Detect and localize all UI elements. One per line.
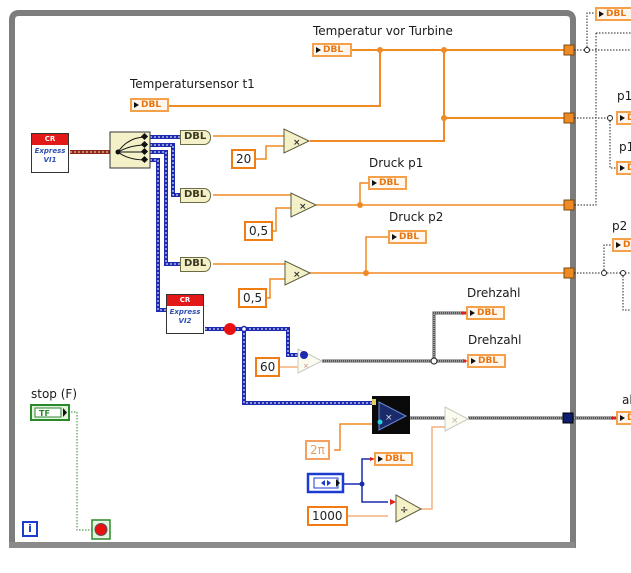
wire-junction (363, 270, 369, 276)
unbundle-node[interactable] (109, 131, 151, 169)
indicator-p2[interactable]: DBL (612, 238, 631, 252)
numeric-control[interactable] (306, 472, 345, 494)
svg-text:×: × (303, 362, 309, 370)
multiply-node-1[interactable]: × (283, 128, 311, 154)
label-temp-vor-turbine: Temperatur vor Turbine (313, 24, 453, 38)
wire-junction (430, 357, 438, 365)
label-p1-b: p1 (619, 140, 631, 154)
unbundle-output-2[interactable]: DBL (180, 188, 212, 203)
label-druck-p1: Druck p1 (369, 156, 424, 170)
svg-text:×: × (293, 138, 301, 148)
stop-condition-terminal[interactable] (91, 519, 111, 540)
svg-text:÷: ÷ (400, 505, 408, 516)
express-vi-2-line2: VI2 (178, 317, 192, 325)
waveform-multiply-node[interactable]: × (372, 396, 410, 434)
constant-2pi[interactable]: 2π (305, 440, 330, 460)
constant-1000[interactable]: 1000 (307, 506, 348, 526)
divide-node[interactable]: ÷ (390, 494, 423, 523)
express-vi-1-line2: VI1 (43, 156, 57, 164)
indicator-drehzahl-1[interactable]: DBL (462, 306, 505, 320)
while-loop-frame[interactable] (9, 10, 576, 548)
indicator-p1-a[interactable]: DBL (616, 111, 631, 125)
stop-boolean-control[interactable]: TF (30, 404, 70, 421)
coercion-dot (224, 323, 236, 335)
multiply-node-faded[interactable]: × (444, 406, 470, 432)
constant-60[interactable]: 60 (255, 357, 281, 377)
svg-text:×: × (293, 270, 301, 280)
label-temp-sensor-t1: Temperatursensor t1 (130, 77, 255, 91)
unbundle-output-1[interactable]: DBL (180, 130, 212, 145)
svg-text:×: × (451, 416, 459, 426)
label-drehzahl-1: Drehzahl (467, 286, 521, 300)
tunnel-druck-p2 (563, 267, 575, 279)
express-vi-2-header: CR (167, 295, 203, 306)
label-p1-a: p1 (617, 89, 631, 103)
multiply-node-2[interactable]: × (290, 192, 318, 218)
label-p2: p2 (612, 219, 628, 233)
label-al: al (622, 393, 631, 407)
indicator-druck-p1[interactable]: DBL (368, 176, 407, 190)
indicator-temp-vor-turbine[interactable]: DBL (312, 43, 352, 57)
unbundle-output-3[interactable]: DBL (180, 257, 212, 272)
svg-text:×: × (385, 413, 393, 423)
wire-vi2-output[interactable] (205, 327, 372, 405)
constant-0-5-a[interactable]: 0,5 (244, 221, 274, 241)
wire-divide-out[interactable] (421, 426, 445, 510)
wire-junction (377, 47, 383, 53)
wire-druck-p2[interactable] (213, 236, 568, 299)
indicator-outside-top[interactable]: DBL (595, 7, 631, 21)
wire-drehzahl[interactable] (322, 311, 466, 363)
indicator-numeric-value[interactable]: DBL (370, 452, 413, 466)
indicator-drehzahl-2[interactable]: DBL (463, 354, 506, 368)
wire-2pi[interactable] (334, 423, 376, 451)
wire-temp-vor-turbine[interactable] (164, 49, 568, 142)
tunnel-al (562, 412, 574, 424)
wire-cluster[interactable] (150, 135, 180, 312)
constant-0-5-b[interactable]: 0,5 (238, 288, 268, 308)
wire-junction (441, 115, 447, 121)
express-vi-2-line1: Express (169, 308, 201, 316)
tunnel-temp (563, 44, 575, 56)
wire-numeric-control[interactable] (343, 458, 388, 503)
label-drehzahl-2: Drehzahl (468, 333, 522, 347)
label-druck-p2: Druck p2 (389, 210, 444, 224)
indicator-al[interactable]: DBL (612, 411, 631, 425)
wire-junction (601, 270, 607, 276)
wire-junction (620, 270, 626, 276)
tunnel-druck-p1 (563, 199, 575, 211)
indicator-druck-p2[interactable]: DBL (388, 230, 427, 244)
wire-stop[interactable] (68, 411, 92, 531)
wire-junction (607, 115, 613, 121)
svg-text:×: × (299, 202, 307, 212)
indicator-temp-sensor-t1[interactable]: DBL (130, 98, 169, 112)
express-vi-1-header: CR (32, 134, 68, 145)
svg-text:TF: TF (39, 409, 50, 418)
label-stop: stop (F) (31, 387, 77, 401)
indicator-p1-b[interactable]: DBL (616, 161, 631, 175)
wire-junction (359, 481, 365, 487)
tunnel-p1 (563, 112, 575, 124)
wire-junction (240, 325, 248, 333)
multiply-node-rpm[interactable]: × (297, 348, 324, 374)
constant-20[interactable]: 20 (231, 149, 257, 169)
wire-junction (441, 47, 447, 53)
wire-junction (357, 202, 363, 208)
express-vi-1-line1: Express (34, 147, 66, 155)
wire-junction (584, 47, 590, 53)
iteration-terminal[interactable]: i (22, 521, 38, 537)
multiply-node-3[interactable]: × (284, 260, 312, 286)
wire-mult1[interactable] (213, 135, 284, 160)
